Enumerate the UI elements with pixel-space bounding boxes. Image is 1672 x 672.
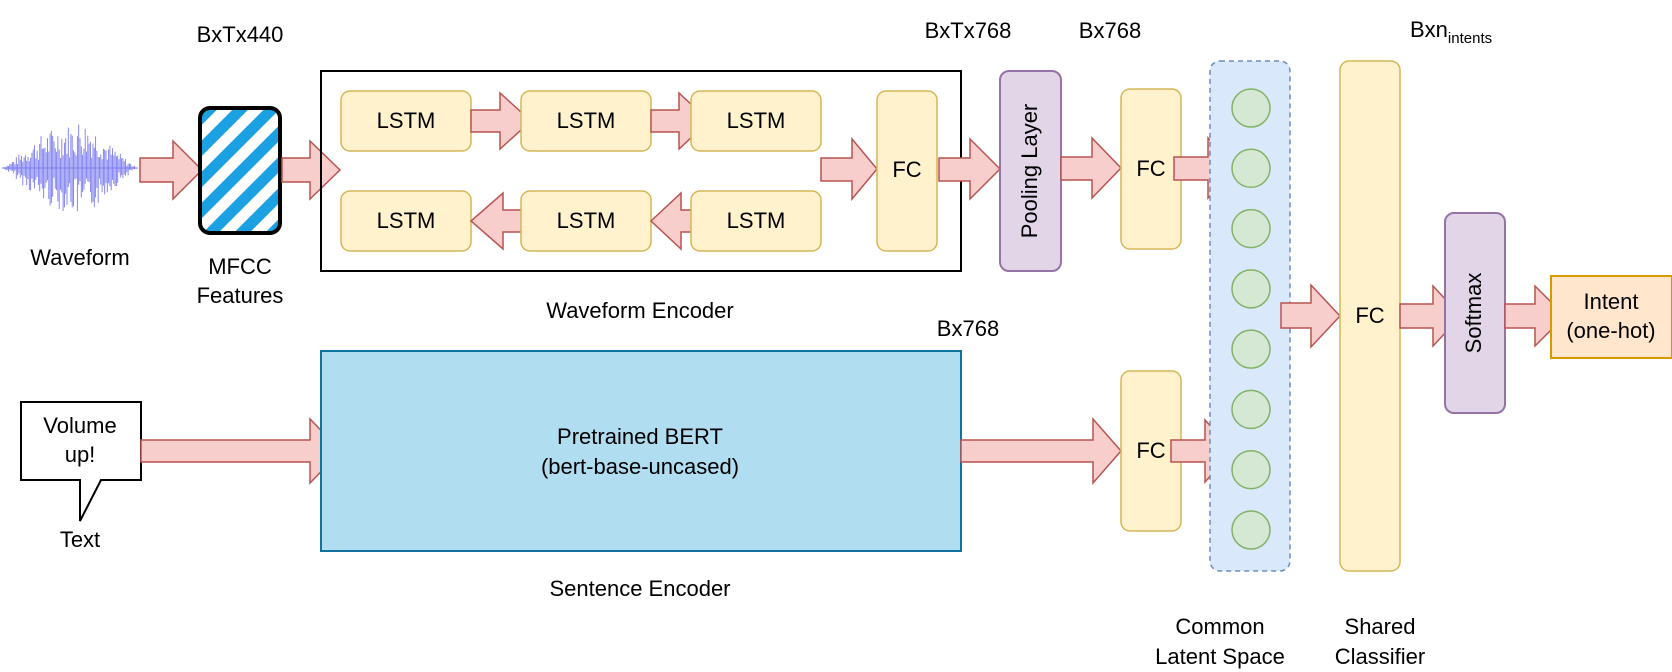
intent-label-line2: (one-hot) (1566, 318, 1655, 343)
lstm-backward-2: LSTM (520, 190, 652, 252)
shared-classifier-fc: FC (1339, 60, 1401, 572)
intent-label-line1: Intent (1583, 289, 1638, 314)
latent-unit (1231, 88, 1271, 128)
svg-text:FC: FC (892, 157, 921, 182)
latent-unit (1231, 510, 1271, 550)
lstm-backward-1: LSTM (340, 190, 472, 252)
encoder-fc: FC (876, 90, 938, 252)
mfcc-label-line2: Features (197, 283, 284, 308)
dim-bx768-top: Bx768 (1079, 18, 1141, 43)
bert-label-line1: Pretrained BERT (557, 424, 723, 449)
lstm-forward-1: LSTM (340, 90, 472, 152)
dim-bxtx440: BxTx440 (197, 22, 284, 47)
latent-label-line2: Latent Space (1155, 644, 1285, 669)
lstm-forward-3: LSTM (690, 90, 822, 152)
svg-text:FC: FC (1136, 156, 1165, 181)
arrow-mfcc-to-encoder (281, 139, 342, 201)
latent-unit (1231, 389, 1271, 430)
mfcc-features-icon (198, 106, 282, 235)
waveform-icon (2, 124, 138, 212)
common-latent-space (1209, 60, 1291, 572)
svg-text:LSTM: LSTM (727, 208, 786, 233)
lstm-backward-3: LSTM (690, 190, 822, 252)
arrow-pooling-to-fc-top (1060, 136, 1123, 200)
latent-unit (1231, 148, 1271, 189)
speech-line1: Volume (43, 413, 116, 438)
bert-label-line2: (bert-base-uncased) (541, 454, 739, 479)
arrow-text-to-bert (140, 417, 343, 485)
dim-bxn-intents: Bxnintents (1410, 17, 1492, 47)
svg-text:Softmax: Softmax (1461, 273, 1486, 354)
svg-text:LSTM: LSTM (557, 208, 616, 233)
latent-unit (1231, 329, 1271, 369)
classifier-label-line1: Shared (1345, 614, 1416, 639)
sentence-encoder-label: Sentence Encoder (549, 576, 730, 601)
arrow-bert-to-fc-bottom (960, 417, 1122, 485)
svg-text:Pooling Layer: Pooling Layer (1017, 104, 1042, 239)
svg-text:LSTM: LSTM (727, 108, 786, 133)
speech-bubble: Volume up! (20, 401, 142, 522)
svg-text:LSTM: LSTM (557, 108, 616, 133)
bert-encoder: Pretrained BERT (bert-base-uncased) (320, 350, 962, 552)
latent-label-line1: Common (1175, 614, 1264, 639)
svg-text:LSTM: LSTM (377, 108, 436, 133)
dim-bx768-bottom: Bx768 (937, 316, 999, 341)
arrow-waveform-to-mfcc (139, 139, 204, 201)
waveform-encoder-label: Waveform Encoder (546, 298, 733, 323)
classifier-label-line2: Classifier (1335, 644, 1425, 669)
svg-text:FC: FC (1355, 303, 1384, 328)
waveform-label: Waveform (30, 245, 129, 270)
mfcc-label-line1: MFCC (208, 254, 272, 279)
lstm-forward-2: LSTM (520, 90, 652, 152)
speech-line2: up! (65, 442, 96, 467)
dim-bxtx768: BxTx768 (925, 18, 1012, 43)
softmax-layer: Softmax (1444, 212, 1506, 414)
pooling-layer: Pooling Layer (999, 70, 1062, 272)
audio-projection-fc: FC (1120, 88, 1182, 250)
latent-unit (1231, 449, 1271, 490)
intent-output: Intent (one-hot) (1550, 275, 1672, 359)
arrow-lstm-f1-to-f2 (470, 91, 533, 151)
text-label: Text (60, 527, 100, 552)
svg-text:LSTM: LSTM (377, 208, 436, 233)
latent-units (1231, 88, 1271, 550)
arrow-latent-to-classifier (1280, 283, 1342, 349)
arrow-fc-to-pooling (938, 137, 1002, 201)
latent-unit (1231, 208, 1271, 249)
latent-unit (1231, 269, 1271, 309)
arrow-lstm-to-fc (820, 136, 878, 202)
svg-text:FC: FC (1136, 438, 1165, 463)
